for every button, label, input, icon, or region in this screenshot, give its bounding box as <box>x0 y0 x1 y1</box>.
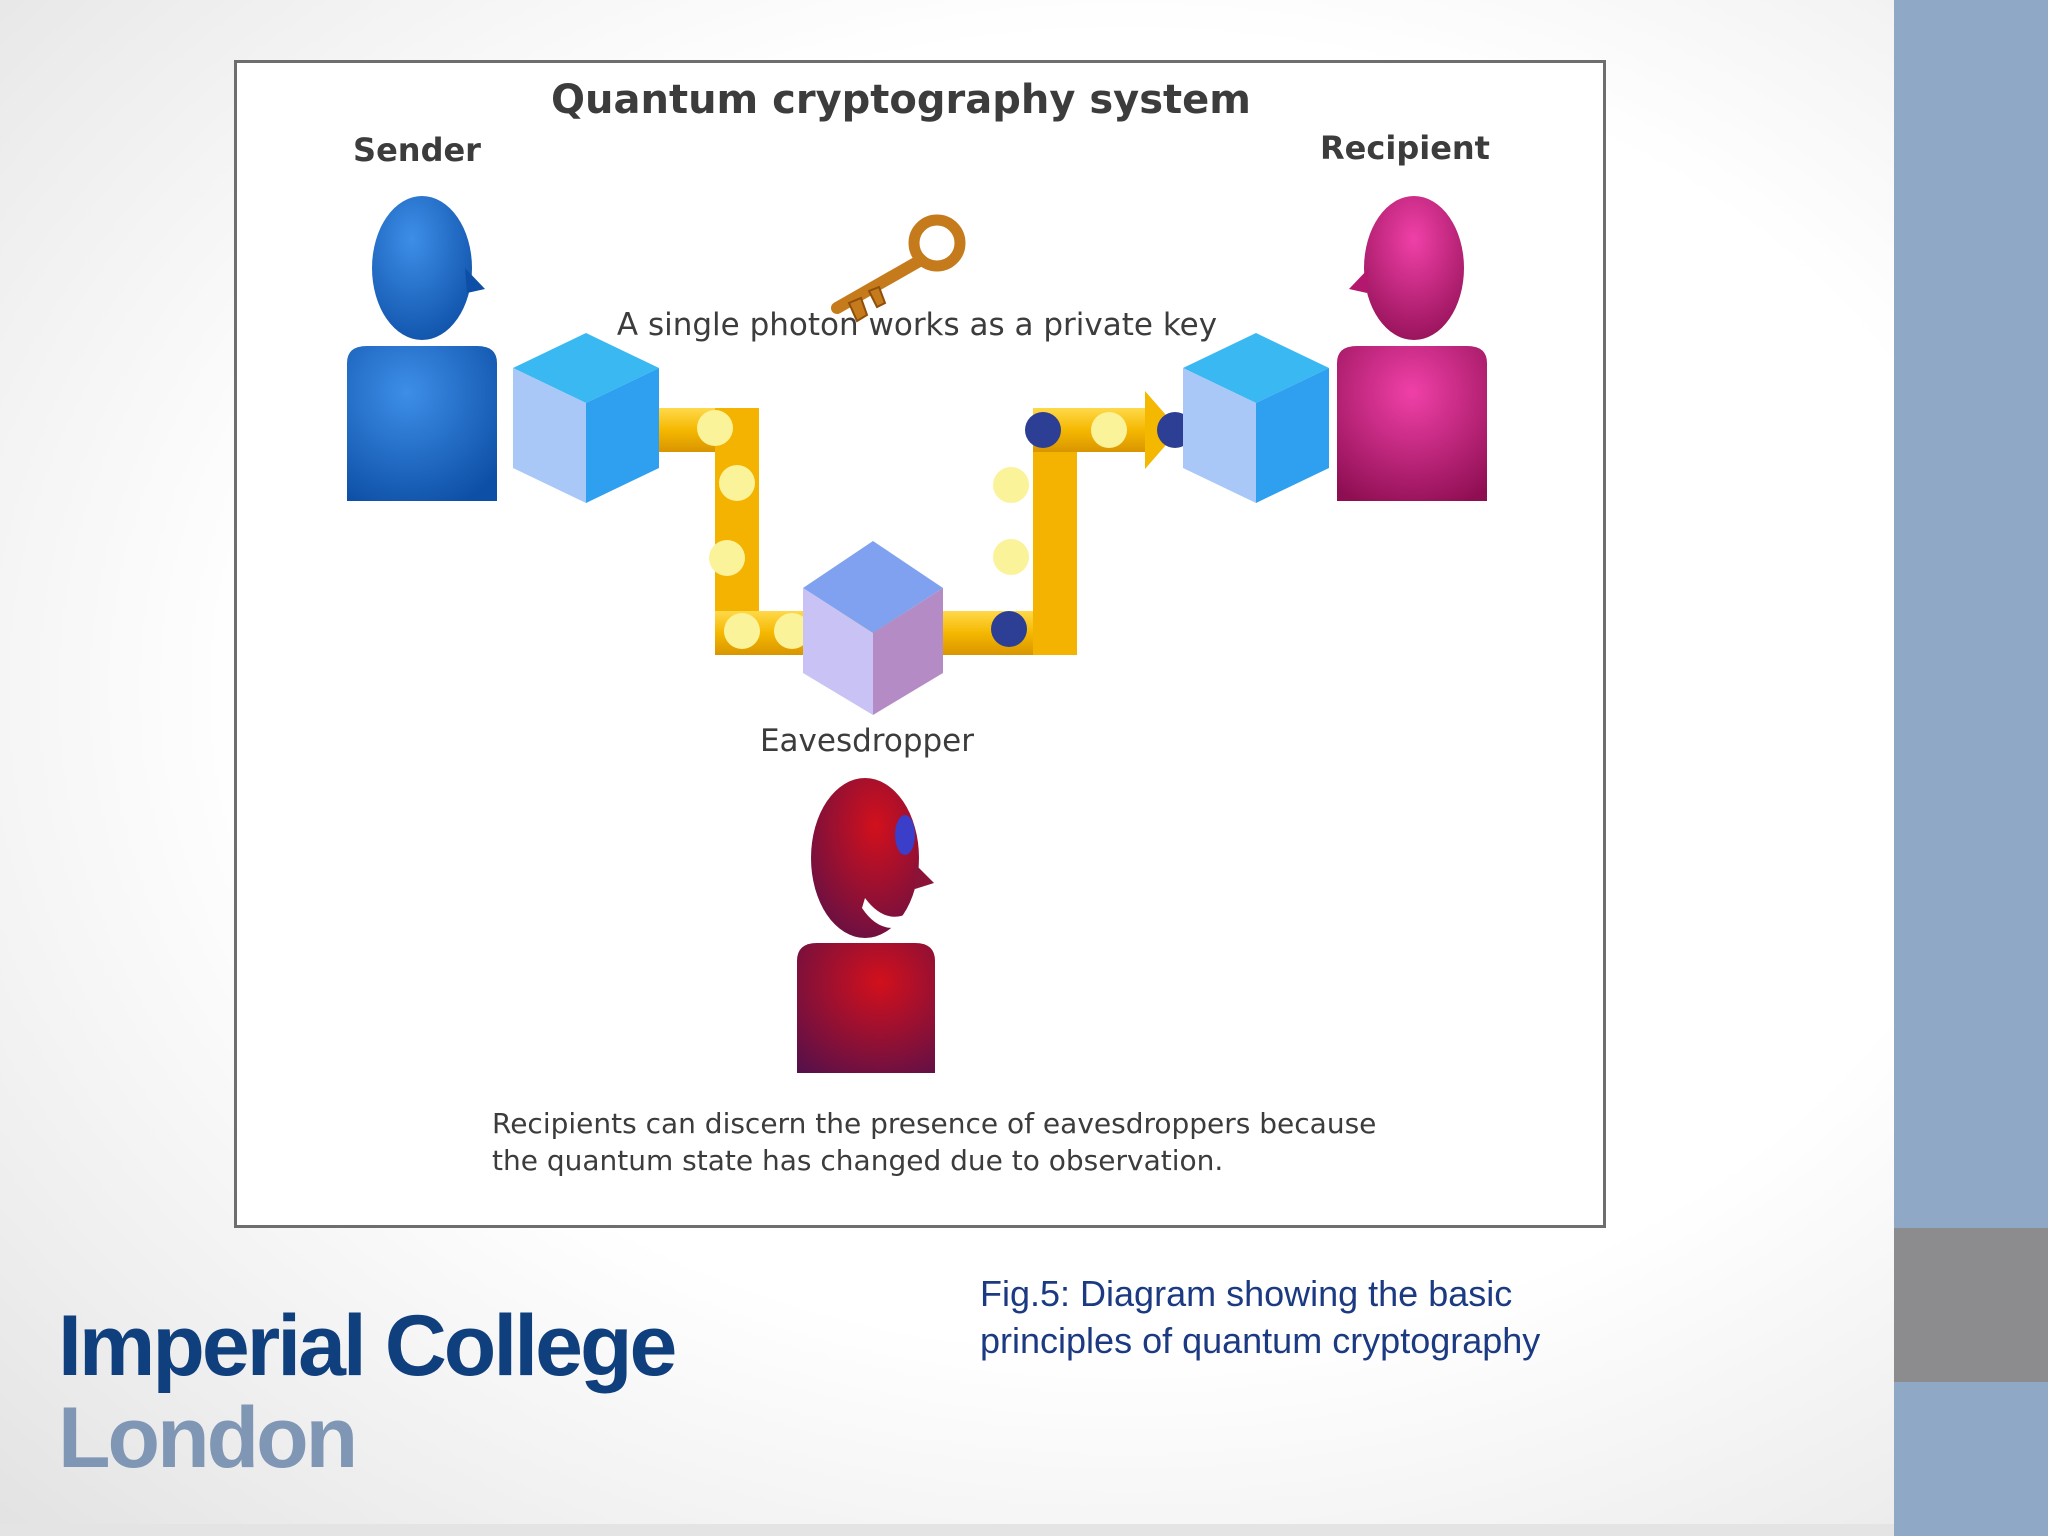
recipient-cube-icon <box>1183 333 1329 503</box>
photon-light <box>709 540 745 576</box>
note-line-1: Recipients can discern the presence of e… <box>492 1107 1376 1140</box>
key-label: A single photon works as a private key <box>617 307 1217 343</box>
sidebar-accent-bottom <box>1894 1382 2048 1536</box>
note-line-2: the quantum state has changed due to obs… <box>492 1144 1223 1177</box>
photon-light <box>774 613 810 649</box>
photon-dark <box>1025 412 1061 448</box>
imperial-college-logo: Imperial College London <box>58 1298 677 1486</box>
key-icon <box>831 214 966 323</box>
photon-light <box>724 613 760 649</box>
quantum-diagram-svg: Quantum cryptography system Sender Recip… <box>347 77 1490 1177</box>
diagram-figure: Quantum cryptography system Sender Recip… <box>234 60 1606 1228</box>
photon-light <box>719 465 755 501</box>
photon-light <box>1091 412 1127 448</box>
diagram-title: Quantum cryptography system <box>551 77 1251 123</box>
recipient-person-icon <box>1337 196 1487 501</box>
recipient-label: Recipient <box>1320 129 1490 167</box>
photon-dots <box>697 410 1193 649</box>
sender-person-icon <box>347 196 497 501</box>
bottom-divider <box>0 1524 1894 1536</box>
photon-light <box>993 467 1029 503</box>
caption-line-2: principles of quantum cryptography <box>980 1320 1541 1361</box>
sender-cube-icon <box>513 333 659 503</box>
caption-line-1: Fig.5: Diagram showing the basic <box>980 1273 1513 1314</box>
sidebar-accent-top <box>1894 0 2048 1228</box>
eavesdropper-person-icon <box>797 778 935 1073</box>
eavesdropper-cube-icon <box>803 541 943 715</box>
sidebar-accent-grey <box>1894 1228 2048 1382</box>
logo-line-2: London <box>58 1390 358 1486</box>
sender-label: Sender <box>353 131 481 169</box>
photon-dark <box>991 611 1027 647</box>
photon-light <box>697 410 733 446</box>
eavesdropper-label: Eavesdropper <box>760 723 974 759</box>
logo-line-1: Imperial College <box>58 1298 677 1394</box>
figure-caption: Fig.5: Diagram showing the basic princip… <box>980 1270 1620 1364</box>
photon-light <box>993 539 1029 575</box>
